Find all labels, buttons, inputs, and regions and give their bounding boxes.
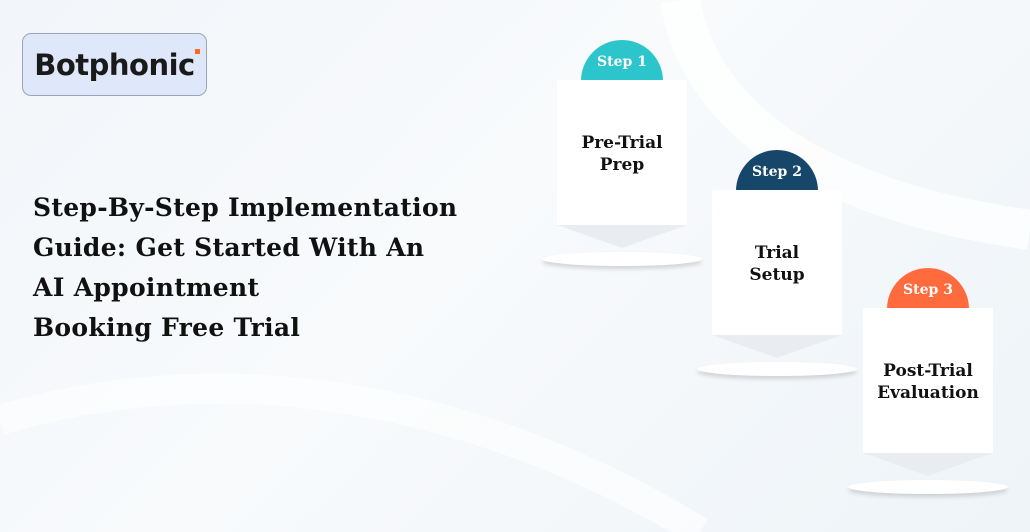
- step-title: Pre-Trial: [581, 133, 663, 153]
- step-title: Evaluation: [877, 383, 979, 403]
- botphonic-logo: Botphonic: [22, 33, 207, 96]
- step-plate: [848, 480, 1008, 494]
- step-title: Setup: [749, 265, 805, 285]
- step-plate: [697, 362, 857, 376]
- step-plate: [542, 252, 702, 266]
- logo-text: Botphonic: [34, 47, 195, 82]
- step-title: Post-Trial: [883, 361, 973, 381]
- step-title: Prep: [599, 155, 645, 175]
- title-line: Booking Free Trial: [33, 313, 301, 342]
- title-line: AI Appointment: [33, 273, 260, 302]
- page-title: Step-By-Step Implementation Guide: Get S…: [33, 188, 457, 348]
- title-line: Guide: Get Started With An: [33, 233, 425, 262]
- step-title: Trial: [754, 243, 800, 263]
- logo-dot: [195, 49, 200, 54]
- title-line: Step-By-Step Implementation: [33, 193, 458, 222]
